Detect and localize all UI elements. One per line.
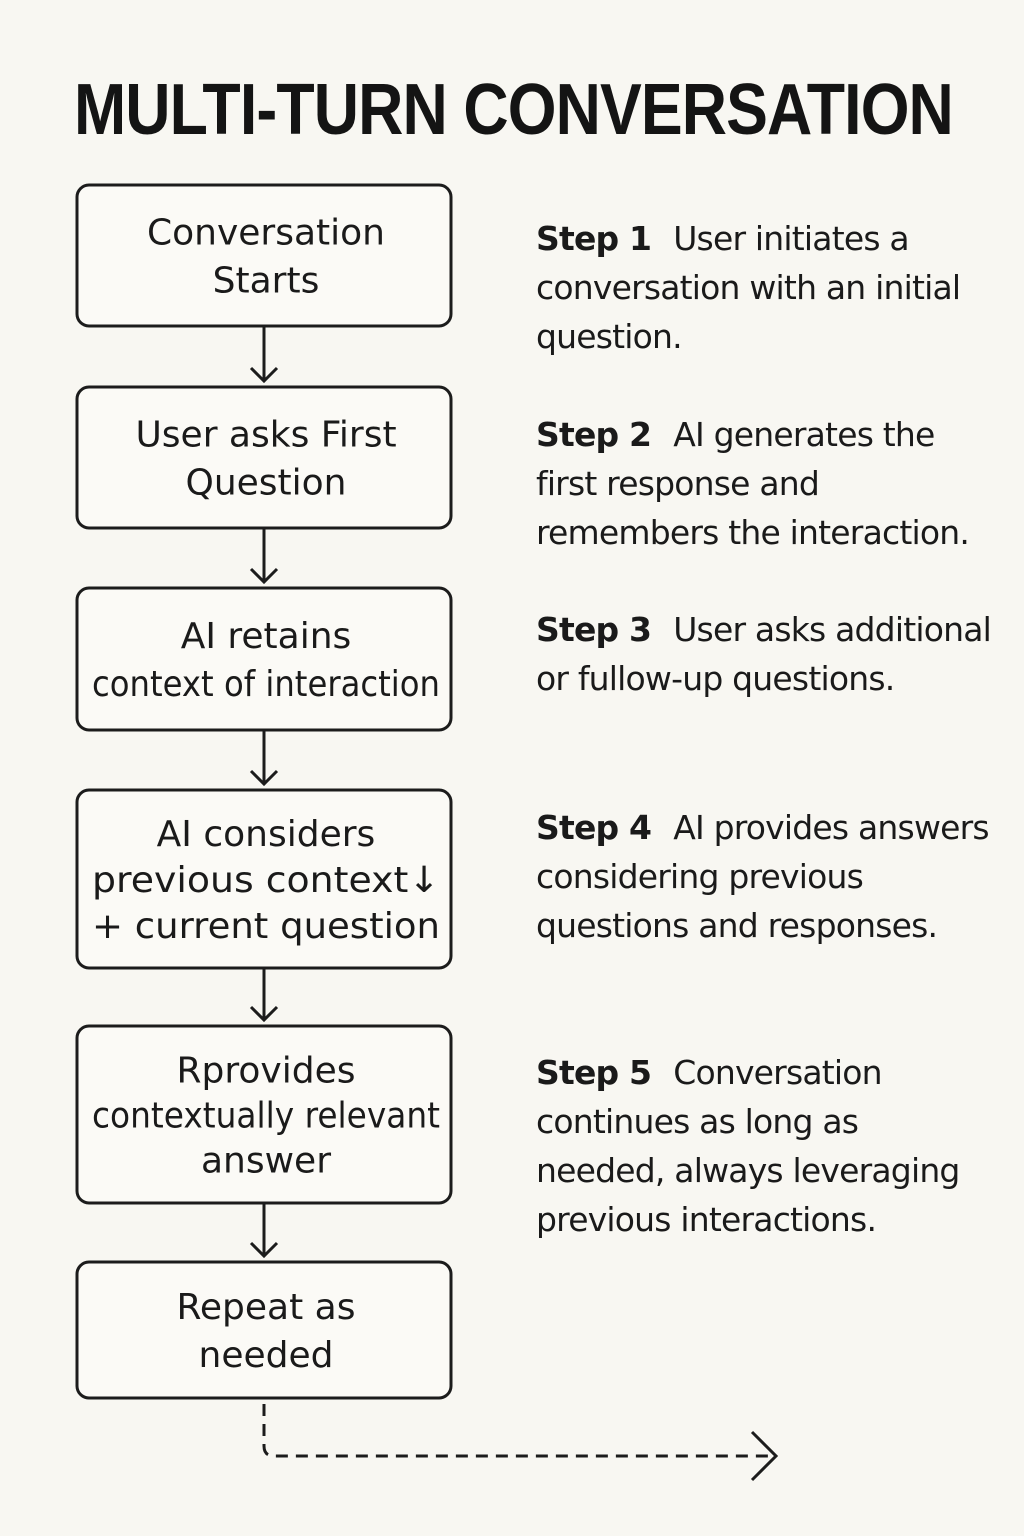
flow-arrow-4 bbox=[249, 968, 279, 1023]
flow-box-6-line-2: needed bbox=[199, 1335, 334, 1376]
flow-arrow-5 bbox=[249, 1203, 279, 1259]
flow-box-5-line-1: Rprovides bbox=[177, 1051, 356, 1092]
flow-box-3-frame bbox=[75, 586, 453, 732]
step-2-label: Step 2 bbox=[536, 415, 652, 454]
flow-box-2-frame bbox=[75, 385, 453, 530]
diagram-title: MULTI-TURN CONVERSATION bbox=[74, 70, 954, 150]
flow-box-1-line-2: Starts bbox=[213, 261, 320, 302]
flow-box-1-frame bbox=[75, 183, 453, 328]
step-4-text: AI provides answers considering previous… bbox=[536, 808, 990, 945]
step-2-text: AI generates the first response and reme… bbox=[536, 415, 970, 552]
flow-box-6-frame bbox=[75, 1260, 453, 1400]
loop-back-arrow bbox=[262, 1404, 772, 1458]
flow-arrow-3 bbox=[249, 730, 279, 787]
flow-box-1-line-1: Conversation bbox=[147, 213, 385, 254]
flow-box-4-line-2: previous context↓ bbox=[92, 860, 440, 901]
flow-arrow-1 bbox=[249, 326, 279, 384]
flow-box-2-line-2: Question bbox=[185, 463, 346, 504]
step-1-label: Step 1 bbox=[536, 219, 652, 258]
flow-box-5-line-2: contextually relevant bbox=[92, 1096, 440, 1137]
flow-box-6: Repeat as needed bbox=[75, 1260, 453, 1400]
flow-box-3: AI retains context of interaction bbox=[75, 586, 453, 732]
flow-box-2-line-1: User asks First bbox=[135, 415, 396, 456]
step-3-label: Step 3 bbox=[536, 610, 652, 649]
step-3-text: User asks additional or fullow-up questi… bbox=[536, 610, 992, 698]
flow-arrow-2 bbox=[249, 528, 279, 585]
flow-box-6-line-1: Repeat as bbox=[177, 1287, 356, 1328]
step-4-label: Step 4 bbox=[536, 808, 652, 847]
flow-box-5-line-3: answer bbox=[201, 1141, 331, 1182]
loop-back-arrow-head bbox=[750, 1430, 779, 1482]
flow-box-4: AI considers previous context↓ + current q… bbox=[75, 788, 453, 970]
flow-box-4-line-3: + current question bbox=[92, 906, 440, 947]
flow-box-3-line-2: context of interaction bbox=[92, 664, 440, 705]
flow-box-3-line-1: AI retains bbox=[181, 616, 352, 657]
step-5-text: Conversation continues as long as needed… bbox=[536, 1053, 960, 1239]
step-1-text: User initiates a conversation with an in… bbox=[536, 219, 961, 356]
step-5-label: Step 5 bbox=[536, 1053, 652, 1092]
flow-box-4-line-1: AI considers bbox=[157, 814, 376, 855]
